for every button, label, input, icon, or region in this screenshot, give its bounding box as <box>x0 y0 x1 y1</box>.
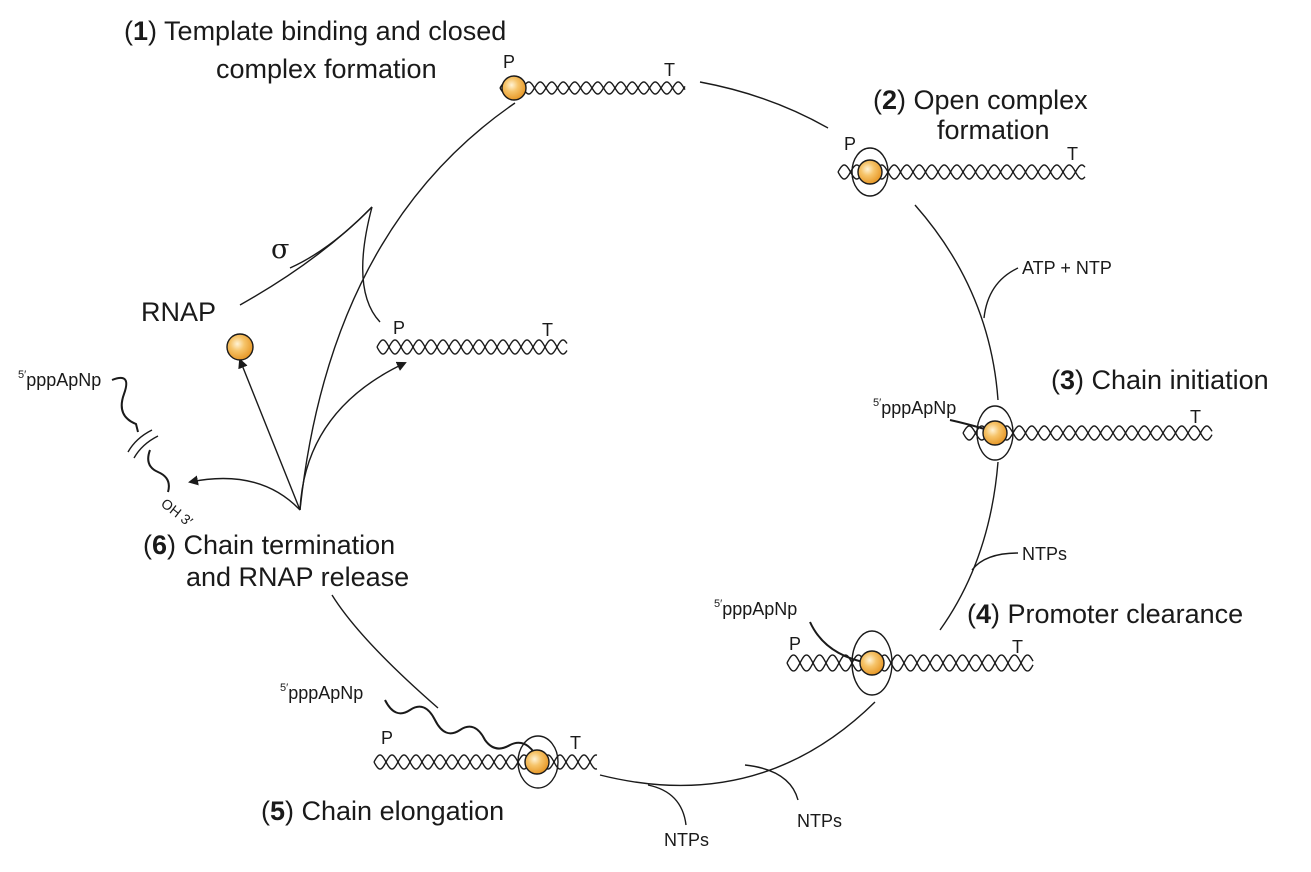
step2-label: (2) Open complex <box>873 85 1088 115</box>
terminator-label-step4: T <box>1012 637 1023 657</box>
step5-label: (5) Chain elongation <box>261 796 505 826</box>
rnap-sphere-step4 <box>859 650 885 676</box>
rna-break-mark-2 <box>133 435 159 459</box>
terminator-label-step3: T <box>1190 407 1201 427</box>
ntps-5a-entry-line <box>647 784 687 826</box>
rnap-sphere-step3 <box>982 420 1008 446</box>
cycle-arc-6-to-1 <box>299 102 516 511</box>
terminator-label-step1: T <box>664 60 675 80</box>
step5-number: 5 <box>270 796 286 826</box>
rna-5prime-text: pppApNp <box>288 683 364 703</box>
rna-5prime-text: pppApNp <box>881 398 957 418</box>
terminator-label-step2: T <box>1067 144 1078 164</box>
step2-line1: Open complex <box>913 85 1088 115</box>
bubble-step3 <box>976 405 1014 461</box>
cycle-arc-3-to-4 <box>939 461 999 631</box>
cycle-arc-6-to-5 <box>331 594 439 709</box>
rna-5prime-label-step5: 5′pppApNp <box>280 682 363 704</box>
ntps-step5a-label: NTPs <box>664 830 709 850</box>
rna-5prime-sup: 5′ <box>873 397 882 409</box>
promoter-dna-release-line <box>361 206 381 323</box>
cycle-arc-1-to-2 <box>699 81 829 129</box>
step4-label: (4) Promoter clearance <box>967 599 1244 629</box>
rnap-sphere-step5 <box>524 749 550 775</box>
promoter-label-step5: P <box>381 728 394 748</box>
atp-ntp-label: ATP + NTP <box>1022 258 1112 278</box>
step4-number: 4 <box>976 599 992 629</box>
rnap-release-line <box>239 206 373 306</box>
dna-helix-free-strand-1 <box>376 339 568 355</box>
rnap-sphere-step2 <box>857 159 883 185</box>
rna-5prime-label-free: 5′pppApNp <box>18 369 101 391</box>
bubble-step5 <box>517 735 559 789</box>
promoter-label-step2: P <box>844 134 857 154</box>
rnap-sphere-free <box>226 333 254 361</box>
terminator-label-free: T <box>542 320 553 340</box>
rnap-sphere-step1 <box>501 75 527 101</box>
rnap-label: RNAP <box>141 297 217 327</box>
dna-helix-step5-strand-2 <box>373 754 598 770</box>
dna-helix-step4-strand-2 <box>786 654 1034 672</box>
ntps-step4-label: NTPs <box>1022 544 1067 564</box>
sigma-release-line <box>289 206 373 269</box>
sigma-label: σ <box>271 234 290 265</box>
step6-label-line2: and RNAP release <box>186 562 410 592</box>
rna-step5 <box>384 699 544 771</box>
dna-helix-step5-strand-1 <box>373 754 598 770</box>
step2-number: 2 <box>882 85 898 115</box>
step1-label: (1) Template binding and closed <box>124 16 507 46</box>
promoter-label-step4: P <box>789 634 802 654</box>
promoter-label-step1: P <box>503 52 516 72</box>
promoter-label-free: P <box>393 318 406 338</box>
step6-label: (6) Chain termination <box>143 530 396 560</box>
step3-line1: Chain initiation <box>1091 365 1269 395</box>
bubble-step2 <box>851 147 889 197</box>
step6-number: 6 <box>152 530 168 560</box>
step5-line1: Chain elongation <box>301 796 505 826</box>
step1-label-line2: complex formation <box>216 54 437 84</box>
step3-label: (3) Chain initiation <box>1051 365 1269 395</box>
terminator-label-step5: T <box>570 733 581 753</box>
step4-line1: Promoter clearance <box>1007 599 1244 629</box>
arrow-to-rnap <box>238 358 301 511</box>
step3-number: 3 <box>1060 365 1076 395</box>
rna-5prime-label-step4: 5′pppApNp <box>714 598 797 620</box>
rna-step3 <box>949 419 989 431</box>
dna-helix-step1-strand-2 <box>499 81 686 95</box>
released-rna <box>111 376 170 493</box>
step1-number: 1 <box>133 16 149 46</box>
bubble-step4 <box>851 630 893 696</box>
rna-step4 <box>809 621 869 664</box>
ntps-step5b-label: NTPs <box>797 811 842 831</box>
arrow-to-free-dna <box>299 361 407 511</box>
step1-line1: Template binding and closed <box>164 16 507 46</box>
rna-5prime-text: pppApNp <box>26 370 102 390</box>
rna-5prime-sup: 5′ <box>280 682 289 694</box>
ntps-4-entry-line <box>971 552 1019 571</box>
atp-ntp-entry-line <box>983 267 1019 319</box>
rna-5prime-sup: 5′ <box>714 598 723 610</box>
rna-break-mark-1 <box>127 429 153 453</box>
dna-helices <box>373 81 1213 770</box>
ntps-5b-entry-line <box>744 764 799 801</box>
cycle-arc-4-to-5 <box>599 701 876 787</box>
step2-label-line2: formation <box>937 115 1050 145</box>
step6-line1: Chain termination <box>183 530 396 560</box>
cycle-arc-2-to-3 <box>914 204 999 401</box>
dna-helix-step1-strand-1 <box>499 81 686 95</box>
dna-helix-free-strand-2 <box>376 339 568 355</box>
rna-5prime-label-step3: 5′pppApNp <box>873 397 956 419</box>
rna-5prime-text: pppApNp <box>722 599 798 619</box>
arrow-to-rna <box>188 475 301 511</box>
dna-helix-step4-strand-1 <box>786 654 1034 672</box>
rna-5prime-sup: 5′ <box>18 369 27 381</box>
